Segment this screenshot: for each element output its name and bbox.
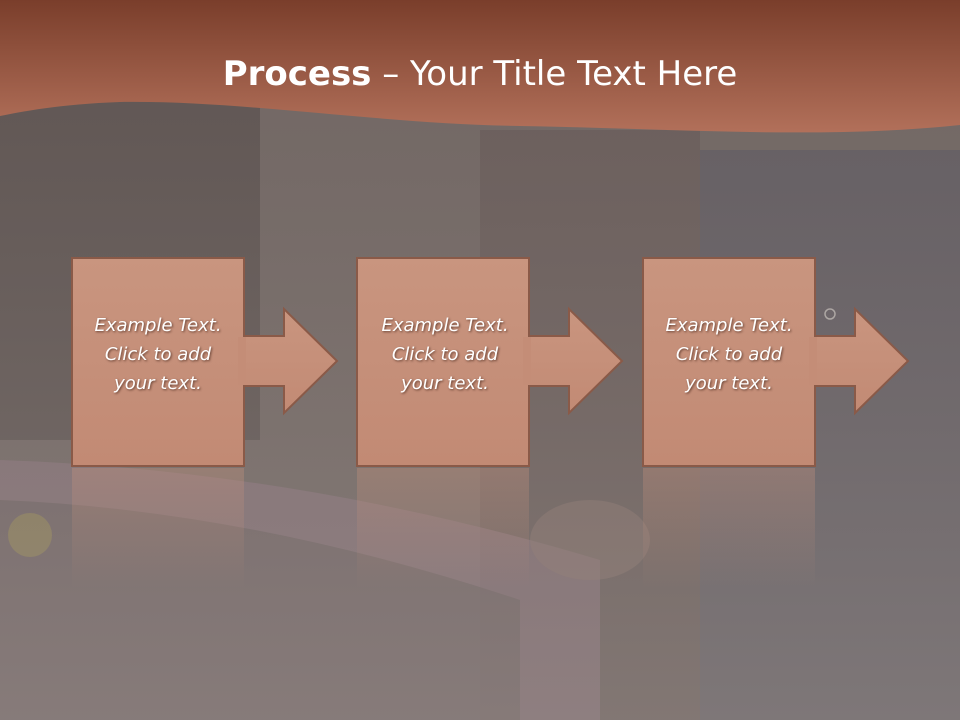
slide-title-bold: Process xyxy=(222,54,372,94)
process-step-3-shape[interactable] xyxy=(642,257,910,467)
process-step-1-text[interactable]: Example Text. Click to add your text. xyxy=(72,311,244,398)
step-text-line: Click to add xyxy=(391,344,499,365)
step-text-line: your text. xyxy=(114,373,202,394)
step-text-line: Click to add xyxy=(104,344,212,365)
process-step-2-text[interactable]: Example Text. Click to add your text. xyxy=(359,311,531,398)
step-text-line: your text. xyxy=(401,373,489,394)
step-text-line: your text. xyxy=(685,373,773,394)
step-text-line: Example Text. xyxy=(665,315,793,336)
step-text-line: Example Text. xyxy=(381,315,509,336)
process-step-1-shape[interactable] xyxy=(71,257,339,467)
step-text-line: Click to add xyxy=(675,344,783,365)
process-step-2-shape[interactable] xyxy=(356,257,624,467)
process-step-3-text[interactable]: Example Text. Click to add your text. xyxy=(643,311,815,398)
slide-title-rest: – Your Title Text Here xyxy=(371,54,738,94)
step-text-line: Example Text. xyxy=(94,315,222,336)
slide-title[interactable]: Process – Your Title Text Here xyxy=(0,52,960,96)
